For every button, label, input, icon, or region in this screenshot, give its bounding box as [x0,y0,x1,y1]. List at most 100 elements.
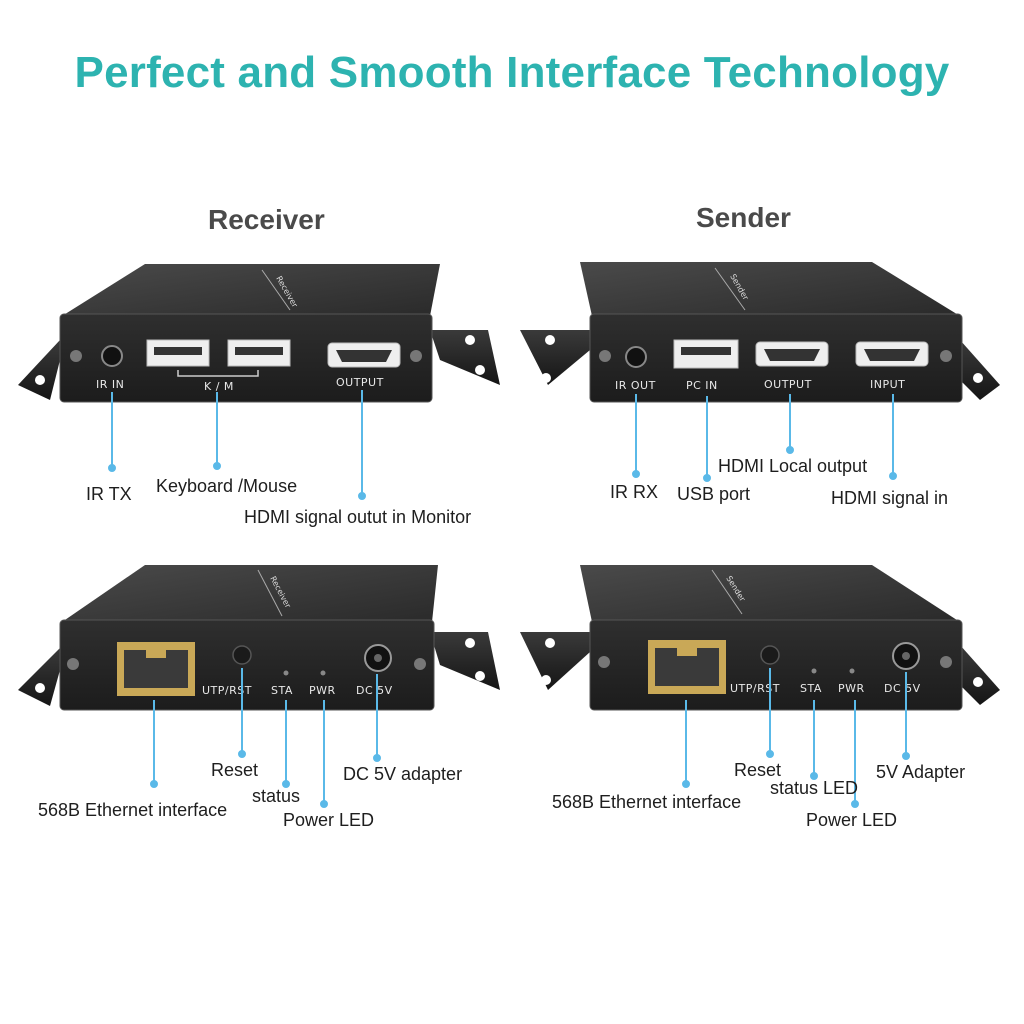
mount-hole [973,373,983,383]
leader-dot [786,446,794,454]
mount-hole [541,675,551,685]
top-stripe [257,569,283,617]
label-km: K / M [204,380,234,393]
leader-dot [108,464,116,472]
screw [70,350,82,362]
reset-button [760,645,780,665]
label-sta: STA [271,684,293,697]
label-ir-in: IR IN [96,378,124,391]
leader-dot [766,750,774,758]
leader-dot [213,462,221,470]
mount-hole [545,335,555,345]
callout-ethernet: 568B Ethernet interface [38,800,228,820]
label-dc5v: DC 5V [884,682,921,695]
sender-back-leaders [682,668,910,808]
label-input: INPUT [870,378,905,391]
callout-status-led: status LED [770,778,859,798]
label-pwr: PWR [309,684,336,697]
top-stripe [711,569,743,615]
mounting-plate-left [520,330,590,385]
callout-reset: Reset [734,760,782,780]
label-output: OUTPUT [764,378,812,391]
mounting-plate-right [960,340,1000,400]
headline: Perfect and Smooth Interface Technology [74,48,950,97]
callout-keyboard-mouse: Keyboard /Mouse [156,476,298,496]
leader-dot [150,780,158,788]
label-sta: STA [800,682,822,695]
usb-tongue [681,347,731,355]
leader-dot [851,800,859,808]
top-stripe [714,267,746,311]
status-led [283,670,289,676]
top-stripe [261,269,291,311]
receiver-back-leaders [150,668,381,808]
leader-dot [632,470,640,478]
reset-button [232,645,252,665]
sender-front-device: Sender IR OUT PC IN OUTPUT INPUT [520,262,1000,403]
device-top [580,262,960,316]
leader-dot [703,474,711,482]
label-utp-rst: UTP/RST [730,682,780,695]
mount-hole [475,365,485,375]
sender-front-leaders [632,394,897,482]
leader-dot [238,750,246,758]
dc-pin [374,654,382,662]
mounting-plate-right [960,645,1000,705]
callout-status: status [252,786,301,806]
usb-tongue [154,347,202,355]
leader-dot [373,754,381,762]
sender-title: Sender [696,202,791,233]
label-pwr: PWR [838,682,865,695]
rj45-latch [146,650,166,658]
callout-power-led: Power LED [283,810,375,830]
receiver-back-device: Receiver UTP/RST STA PWR DC 5V [18,565,500,711]
mounting-plate-left [18,340,60,400]
device-top [62,565,438,622]
screw [67,658,79,670]
callout-ir-tx: IR TX [86,484,132,504]
label-dc5v: DC 5V [356,684,393,697]
label-output: OUTPUT [336,376,384,389]
label-ir-out: IR OUT [615,379,656,392]
hdmi-slot [864,349,920,361]
callout-ir-rx: IR RX [610,482,659,502]
leader-dot [320,800,328,808]
mounting-plate-right [430,632,500,690]
leader-dot [358,492,366,500]
mount-hole [973,677,983,687]
screw [598,656,610,668]
km-bracket [177,370,259,377]
callout-power-led: Power LED [806,810,898,830]
mounting-plate-left [520,632,590,690]
mount-hole [465,335,475,345]
mounting-plate-right [430,330,500,385]
status-led [811,668,817,674]
hdmi-slot [336,350,392,362]
device-top [580,565,960,622]
mount-hole [475,671,485,681]
receiver-title: Receiver [208,204,325,235]
label-pc-in: PC IN [686,379,718,392]
leader-dot [889,472,897,480]
mount-hole [541,373,551,383]
screw [410,350,422,362]
callout-hdmi-local-output: HDMI Local output [718,456,868,476]
callout-hdmi-signal-in: HDMI signal in [831,488,949,508]
mount-hole [545,638,555,648]
label-utp-rst: UTP/RST [202,684,252,697]
leader-dot [902,752,910,760]
callout-hdmi-signal-out: HDMI signal outut in Monitor [244,507,472,527]
usb-tongue [235,347,283,355]
screw [940,656,952,668]
mount-hole [465,638,475,648]
rj45-latch [677,648,697,656]
hdmi-slot [764,349,820,361]
screw [414,658,426,670]
callout-usb-port: USB port [677,484,751,504]
power-led [320,670,326,676]
leader-dot [682,780,690,788]
power-led [849,668,855,674]
ir-jack [101,345,123,367]
screw [940,350,952,362]
